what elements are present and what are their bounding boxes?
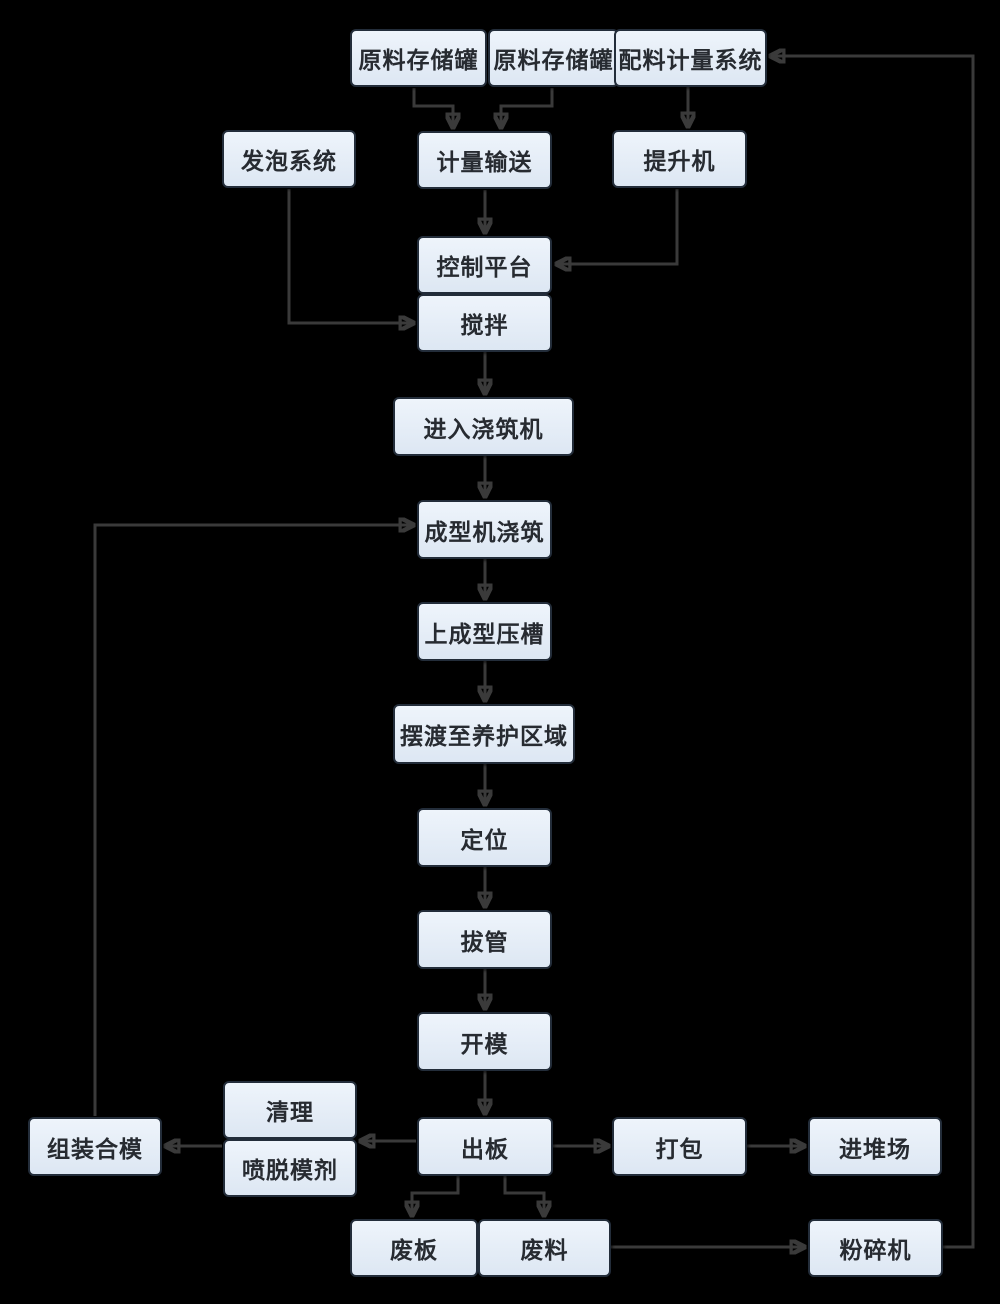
node-pipe-pulling: 拔管 [417, 910, 552, 969]
node-foaming-system: 发泡系统 [222, 130, 356, 188]
node-cleaning: 清理 [223, 1081, 357, 1139]
node-waste-material: 废料 [478, 1219, 611, 1277]
node-batching-system: 配料计量系统 [614, 29, 767, 87]
edge-raw-tank-1-to-metering-conveyor [412, 88, 453, 127]
node-elevator: 提升机 [612, 130, 747, 188]
node-waste-plate: 废板 [350, 1219, 478, 1277]
edge-assemble-close-mold-to-forming-pouring [93, 525, 413, 1116]
node-metering-conveyor: 计量输送 [417, 131, 552, 189]
node-assemble-close-mold: 组装合模 [28, 1117, 162, 1176]
node-forming-machine-pouring: 成型机浇筑 [417, 500, 552, 559]
node-control-platform: 控制平台 [417, 236, 552, 294]
edge-plate-out-to-waste-material [503, 1176, 544, 1215]
node-mold-opening: 开模 [417, 1012, 552, 1071]
edge-crusher-to-batching-system [771, 56, 975, 1249]
node-raw-tank-2: 原料存储罐 [488, 29, 619, 87]
edge-plate-out-to-waste-plate [412, 1176, 460, 1215]
node-spray-release-agent: 喷脱模剂 [223, 1139, 357, 1197]
node-ferry-to-curing-area: 摆渡至养护区域 [393, 704, 575, 764]
edge-raw-tank-2-to-metering-conveyor [501, 88, 554, 127]
node-into-stockyard: 进堆场 [808, 1117, 942, 1176]
node-plate-out: 出板 [417, 1117, 553, 1176]
edge-foaming-system-to-mixing [287, 189, 413, 323]
node-positioning: 定位 [417, 808, 552, 867]
node-upper-forming-groove: 上成型压槽 [417, 602, 552, 661]
node-enter-pouring-machine: 进入浇筑机 [393, 397, 574, 456]
edge-elevator-to-control-platform [557, 189, 679, 264]
node-raw-tank-1: 原料存储罐 [350, 29, 487, 87]
node-packing: 打包 [612, 1117, 747, 1176]
node-mixing: 搅拌 [417, 294, 552, 352]
node-crusher: 粉碎机 [808, 1219, 943, 1277]
